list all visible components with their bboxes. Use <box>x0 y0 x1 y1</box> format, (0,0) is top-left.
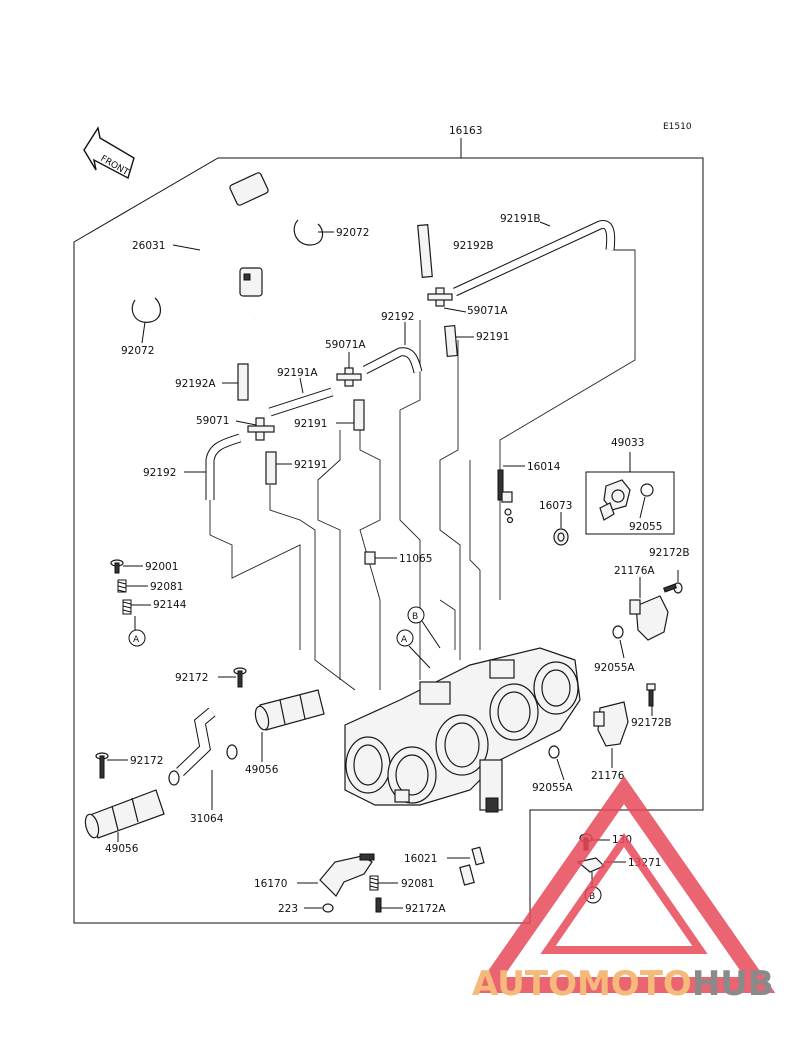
fuel-delivery-pipe <box>254 689 325 731</box>
o-ring <box>548 745 560 759</box>
short-hose <box>417 224 433 278</box>
o-ring <box>612 625 624 639</box>
throttle-body-assembly <box>344 647 581 813</box>
part-label-assembly: 16163 <box>449 125 482 137</box>
vacuum-hose <box>268 387 334 417</box>
hose-clamp <box>131 297 161 323</box>
part-label-5: 92192B <box>453 240 494 252</box>
short-hose <box>353 399 365 431</box>
fuel-hose <box>168 707 238 786</box>
watermark-text: AUTOMOTOHUB <box>472 964 774 1004</box>
spring <box>369 875 379 891</box>
spring <box>122 599 132 615</box>
sensor-upper <box>629 595 669 641</box>
part-label-11: 92191A <box>277 367 318 379</box>
part-label-30: 92172 <box>130 755 163 767</box>
watermark-logo <box>472 776 776 993</box>
bolt <box>646 683 656 707</box>
part-label-4: 92191B <box>500 213 541 225</box>
idle-valve-lever <box>319 853 375 897</box>
reference-marker <box>407 606 425 624</box>
part-label-41: 92172A <box>405 903 446 915</box>
short-hose <box>265 451 277 485</box>
front-arrow-icon: FRONT <box>83 126 135 180</box>
part-label-8: 92192 <box>381 311 414 323</box>
reference-marker <box>396 629 414 647</box>
part-label-26: 92055A <box>594 662 635 674</box>
part-label-6: 59071A <box>467 305 508 317</box>
part-label-38: 16170 <box>254 878 287 890</box>
vacuum-hose-long <box>453 220 616 297</box>
vacuum-hose-curved <box>362 347 423 375</box>
diagram-code: E1510 <box>663 122 692 132</box>
part-label-1: 26031 <box>132 240 165 252</box>
part-label-34: 49056 <box>105 843 139 855</box>
screw <box>110 559 124 574</box>
part-label-15: 92191 <box>294 459 327 471</box>
part-label-9: 59071A <box>325 339 366 351</box>
o-ring <box>640 483 654 497</box>
part-label-14: 92192 <box>143 467 176 479</box>
part-label-25: 21176A <box>614 565 655 577</box>
part-label-29: 49056 <box>245 764 279 776</box>
reference-marker-label: A <box>133 635 140 645</box>
part-label-19: 92055 <box>629 521 662 533</box>
fuel-delivery-pipe <box>84 789 165 839</box>
part-label-7: 92191 <box>476 331 509 343</box>
adjust-screw <box>497 469 514 524</box>
part-label-28: 92172B <box>631 717 672 729</box>
throttle-position-sensor <box>599 479 631 521</box>
part-label-17: 49033 <box>611 437 644 449</box>
part-label-20: 92001 <box>145 561 178 573</box>
reference-marker-label: A <box>401 635 408 645</box>
hose-joint <box>247 417 275 441</box>
spring <box>117 579 127 593</box>
part-label-12: 59071 <box>196 415 229 427</box>
vacuum-hose-curved <box>205 433 242 500</box>
part-label-21: 92081 <box>150 581 183 593</box>
part-label-18: 16073 <box>539 500 572 512</box>
nut <box>553 528 569 546</box>
part-label-27: 92172 <box>175 672 208 684</box>
stop-screw <box>459 846 485 886</box>
hose-routing-lines <box>209 249 636 691</box>
part-label-3: 92072 <box>121 345 154 357</box>
part-label-33: 31064 <box>190 813 224 825</box>
bolt <box>663 582 683 594</box>
bolt <box>95 752 109 779</box>
part-label-2: 92072 <box>336 227 369 239</box>
short-hose <box>444 324 458 358</box>
part-label-31: 21176 <box>591 770 625 782</box>
bolt <box>233 667 247 688</box>
part-label-23: 11065 <box>399 553 432 565</box>
part-label-36: 16021 <box>404 853 437 865</box>
part-label-16: 16014 <box>527 461 561 473</box>
part-label-22: 92144 <box>153 599 187 611</box>
short-hose <box>237 363 249 401</box>
hose-joint <box>427 287 453 307</box>
reference-marker <box>128 629 146 647</box>
reference-marker-label: B <box>412 612 418 622</box>
plug <box>364 551 376 565</box>
screw <box>322 903 334 913</box>
sensor-lower <box>593 701 629 747</box>
wire-harness <box>196 172 269 328</box>
hose-joint <box>336 367 362 387</box>
part-label-39: 92081 <box>401 878 434 890</box>
hose-clamp <box>293 219 324 246</box>
reference-marker-label: B <box>589 892 595 902</box>
bolt <box>375 897 382 913</box>
part-label-40: 223 <box>278 903 298 915</box>
part-label-32: 92055A <box>532 782 573 794</box>
part-label-13: 92191 <box>294 418 327 430</box>
part-label-24: 92172B <box>649 547 690 559</box>
part-label-10: 92192A <box>175 378 216 390</box>
